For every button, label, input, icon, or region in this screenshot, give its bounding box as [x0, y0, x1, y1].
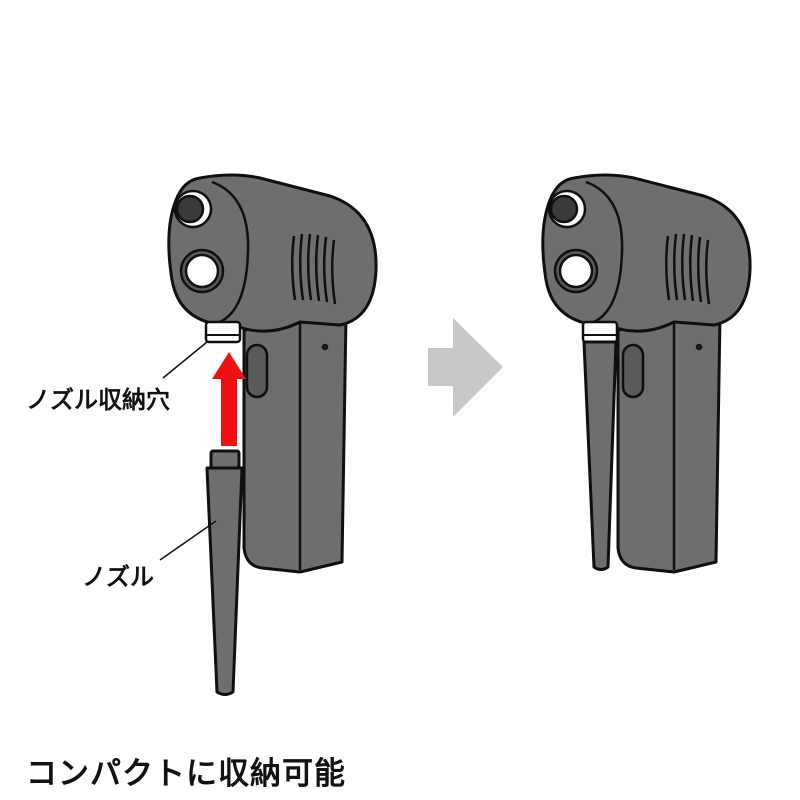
nozzle-storage-ring: [204, 320, 242, 344]
nozzle-detached: [205, 449, 244, 696]
leader-line-nozzle: [159, 520, 217, 561]
nozzle-label: ノズル: [82, 563, 154, 591]
vent-slits: [290, 233, 337, 305]
side-button: [621, 343, 645, 399]
caption: コンパクトに収納可能: [26, 756, 346, 792]
device-head: [167, 173, 378, 333]
insert-arrow-icon: [212, 352, 246, 446]
device-after: [541, 173, 752, 574]
grip-dot: [695, 343, 703, 351]
leader-line-hole: [162, 341, 208, 379]
nozzle-storage-ring: [581, 320, 619, 344]
device-head: [541, 173, 752, 333]
nozzle-storage-hole-label: ノズル収納穴: [26, 386, 170, 414]
grip-dot: [321, 343, 329, 351]
nozzle-stored: [582, 340, 618, 571]
device-grip: [242, 314, 348, 574]
device-before: [167, 173, 378, 574]
transition-arrow-icon: [428, 318, 503, 417]
vent-slits: [664, 233, 711, 305]
side-button: [245, 343, 269, 399]
